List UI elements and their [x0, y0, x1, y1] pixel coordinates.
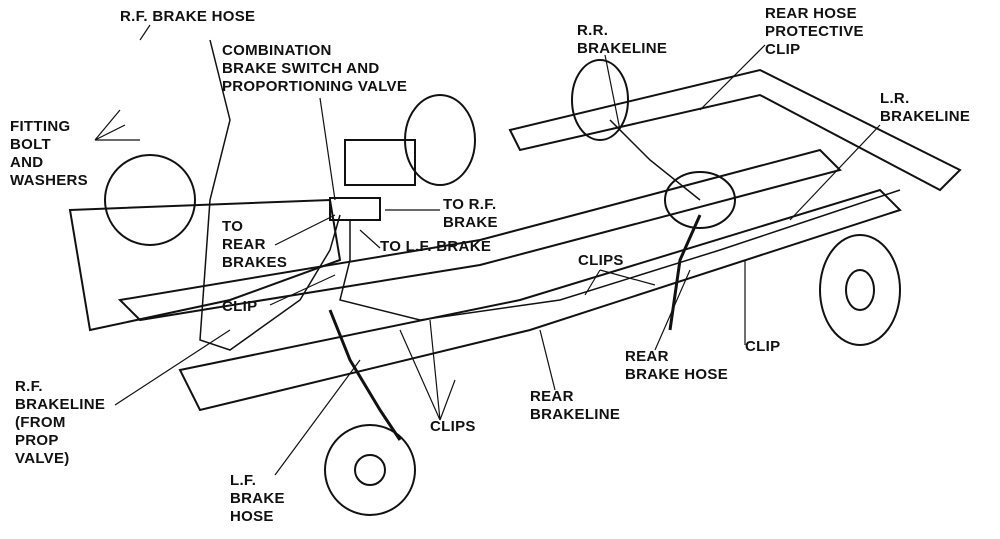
label-rr-brakeline: R.R.BRAKELINE [577, 22, 667, 58]
lr-drum [819, 234, 901, 346]
label-line: CLIPS [578, 252, 624, 269]
differential [664, 171, 736, 229]
label-line: BRAKE [443, 214, 498, 231]
label-line: REAR [625, 348, 669, 365]
label-line: R.F. BRAKE HOSE [120, 8, 256, 25]
label-line: REAR [222, 236, 266, 253]
label-line: WASHERS [10, 172, 88, 189]
right-frame-rail [117, 148, 842, 322]
label-clip-right: CLIP [745, 338, 780, 356]
label-line: REAR [530, 388, 574, 405]
rr-brakeline [609, 119, 701, 201]
label-line: BRAKELINE [15, 396, 106, 413]
label-line: VALVE) [15, 450, 70, 467]
label-line: PROTECTIVE [765, 23, 864, 40]
label-to-lf-brake: TO L.F. BRAKE [380, 238, 491, 256]
label-line: L.F. [230, 472, 257, 489]
label-to-rf-brake: TO R.F.BRAKE [443, 196, 498, 232]
rear-crossmember [508, 68, 962, 192]
rf-brakeline [199, 39, 341, 351]
label-line: HOSE [230, 508, 274, 525]
rear-brakeline [339, 189, 901, 321]
label-line: CLIP [765, 41, 801, 58]
left-frame-rail [178, 188, 902, 412]
proportioning-valve [329, 197, 381, 221]
label-line: PROPORTIONING VALVE [222, 78, 408, 95]
label-line: TO R.F. [443, 196, 497, 213]
rr-drum [571, 59, 629, 141]
label-line: COMBINATION [222, 42, 332, 59]
label-line: PROP [15, 432, 59, 449]
label-line: CLIPS [430, 418, 476, 435]
label-line: BRAKE HOSE [625, 366, 729, 383]
label-line: CLIP [745, 338, 781, 355]
label-line: BRAKES [222, 254, 288, 271]
label-line: R.F. [15, 378, 43, 395]
label-line: BRAKELINE [577, 40, 668, 57]
label-clips-upper: CLIPS [578, 252, 624, 270]
front-crossmember [68, 198, 342, 332]
label-line: REAR HOSE [765, 5, 857, 22]
lf-brake-hose [328, 309, 402, 441]
label-line: TO [222, 218, 244, 235]
label-line: BOLT [10, 136, 51, 153]
rf-rotor [104, 154, 196, 246]
label-clip-left: CLIP [222, 298, 257, 316]
label-line: CLIP [222, 298, 258, 315]
label-line: (FROM [15, 414, 66, 431]
label-lr-brakeline: L.R.BRAKELINE [880, 90, 970, 126]
lf-rotor [324, 424, 416, 516]
label-line: AND [10, 154, 44, 171]
master-cylinder [344, 139, 416, 186]
label-line: BRAKELINE [530, 406, 621, 423]
label-line: BRAKE SWITCH AND [222, 60, 380, 77]
label-line: L.R. [880, 90, 910, 107]
label-line: FITTING [10, 118, 71, 135]
label-line: BRAKE [230, 490, 285, 507]
label-clips-lower: CLIPS [430, 418, 476, 436]
label-rf-brake-hose: R.F. BRAKE HOSE [120, 8, 255, 26]
label-line: TO L.F. BRAKE [380, 238, 492, 255]
rear-brake-hose [668, 214, 702, 331]
label-line: BRAKELINE [880, 108, 971, 125]
label-line: R.R. [577, 22, 609, 39]
